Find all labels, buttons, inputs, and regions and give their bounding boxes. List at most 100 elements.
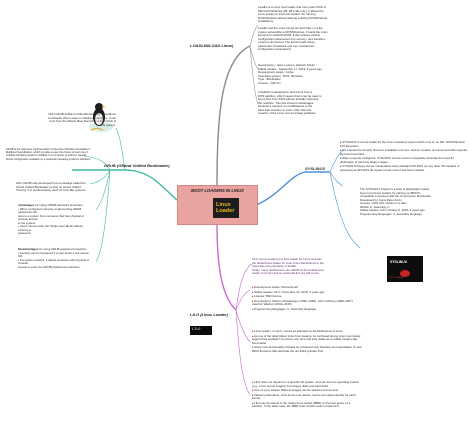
loadlin-usage-line: DOS partition, which means that it can b… [258, 93, 322, 98]
lilo-connector [216, 222, 237, 311]
loadlin-connector [216, 45, 251, 186]
loadlin-desc-line: Linux system to load and replace the run… [258, 12, 316, 16]
grub-gnu-line: GNU GRUB was developed from a package ca… [16, 181, 86, 185]
lilo-intro-line: loader, but LILO and its variant ELILO a… [252, 271, 320, 275]
grub-intro-line: boot from the Master Boot Record or a bo… [49, 119, 116, 123]
loadlin-info-line: License : GPLv2+ [258, 80, 281, 85]
syslinux-bullet: When properly configured, SYSLINUX can b… [340, 156, 468, 164]
grub-intro-line: bootloader that is easy to install and c… [48, 115, 117, 120]
syslinux-project-line: The SYSLINUX Project is a suite of light… [360, 187, 430, 191]
branch-syslinux[interactable]: SYSLINUX [305, 166, 326, 171]
grub-sub-3 [89, 169, 111, 185]
loadlin-sub-3 [249, 45, 259, 105]
grub-ref-line: multiple operating systems installed on … [6, 154, 87, 158]
grub-connector [72, 169, 178, 201]
syslinux-project-line: Stable release: 6.04; October 6, 2016; 3… [360, 208, 425, 212]
loadlin-info-line: Operating system : DOS, Windows [258, 73, 303, 78]
grub-sub-5 [95, 169, 111, 263]
linux-loader-logo: Linux Loader [213, 198, 239, 218]
grub-adv-line: entering a [18, 227, 31, 232]
grub-dis-line-title: Disadvantages [18, 247, 40, 251]
loadlin-desc-line: installations. [258, 19, 274, 23]
loadlin-sub-1 [249, 24, 259, 47]
center-title: BOOT LOADERS IN LINUX [191, 188, 244, 193]
lilo-technical: LILO does not depend on a specific file … [252, 380, 362, 410]
loadlin-desc-line: Loadlin is a Linux boot loader that runs… [258, 5, 327, 9]
lilo-sub-1 [235, 263, 253, 311]
syslinux-project: The SYSLINUX Project is a suite of light… [360, 187, 468, 216]
loadlin-usage-line: boot Linux from DOS without actually reb… [258, 97, 319, 101]
loadlin-info: Developer(s) : Hans Lermen, Hamish Tinkl… [258, 63, 378, 85]
syslinux-project-line: Written in: Assembly, C [360, 204, 390, 209]
grub-gnu-image [89, 103, 113, 132]
syslinux-project-line: Developed by: Hans Peter Anvin [360, 197, 402, 202]
grub-adv-line: password. [18, 231, 32, 235]
lilo-intro-line: LILO (Linux Loader) is a boot loader for… [252, 257, 322, 261]
loadlin-sub-2 [249, 45, 259, 70]
lilo-about-bullet: Some new functionality includes an enhan… [252, 345, 362, 353]
grub-sub-4 [95, 169, 111, 211]
syslinux-project-line: boot record boot loaders for starting up… [360, 190, 421, 195]
lilo-about: Linux Loader, or LILO, comes as standard… [252, 329, 362, 354]
grub-sub-1 [115, 127, 126, 171]
grub-dis-line: • Security can be bypassed if a user boo… [18, 250, 89, 255]
loadlin-info-line: Stable release : September 17, 2013; 6 y… [258, 66, 322, 71]
lilo-tech-bullet: LILO does not depend on a specific file … [252, 380, 362, 388]
grub-sub-2 [83, 155, 111, 171]
syslinux-sub-2 [329, 171, 344, 187]
loadlin-desc-line: DOS/Windows without altering existing DO… [258, 15, 328, 20]
lilo-info-bullet: Development status: Discontinued [252, 285, 362, 290]
syslinux-bullet: It is intended to simplify first-time in… [340, 148, 468, 156]
grub-adv-line: to the system. [18, 220, 36, 225]
lilo-sub-2 [235, 289, 251, 311]
lilo-info: Development status: DiscontinuedStable r… [252, 285, 362, 312]
loadlin-usage-line: hard disk structure to work, other than … [258, 107, 312, 112]
lilo-tech-bullet: One of up to sixteen different images ca… [252, 388, 362, 393]
lilo-intro: LILO (Linux Loader) is a boot loader for… [252, 257, 362, 276]
lilo-intro-line: years after the popularity of loadlin. [252, 264, 297, 268]
loadlin-desc-line: kernel from disk/CD-ROM. It then places … [258, 33, 321, 37]
lilo-image-label: LILO [192, 328, 201, 332]
syslinux-bullet: SYSLINUX is a boot loader for the Linux … [340, 140, 468, 148]
logo-text: Linux Loader [216, 202, 235, 214]
lilo-about-bullet: Linux Loader, or LILO, comes as standard… [252, 329, 362, 334]
branch-loadlin[interactable]: LOADLIN/LOAD Linux) [190, 43, 234, 48]
lilo-info-bullet: Developer(s): Werner Almesberger (1992–1… [252, 299, 362, 307]
grub-advantages: Advantages for Using GRUB password prote… [18, 203, 98, 236]
lilo-info-bullet: Stable release: 24.2 / November 22, 2015… [252, 290, 362, 295]
loadlin-desc-line: parameters (hardware and root, boot/kern… [258, 43, 314, 48]
lilo-info-bullet: Programming languages: C, Assembly langu… [252, 307, 362, 312]
loadlin-desc-line: configuration parameters into memory, an… [258, 36, 325, 41]
grub-ref-line: Multiboot Specification, which provides … [6, 151, 88, 155]
lilo-about-bullet: As one of the older/oldest Linux boot lo… [252, 334, 362, 346]
grub-adv-line-title: Advantages [18, 203, 36, 207]
loadlin-desc-line: system accessible to DOS/Windows. It loa… [258, 29, 328, 34]
loadlin-usage: LOADLIN is designed to boot Linux from a… [258, 90, 378, 116]
grub-dis-line: console [18, 261, 28, 265]
loadlin-info-line: Type : Bootloader [258, 77, 281, 81]
branch-lilo[interactable]: LILO (Linux Loader) [190, 312, 228, 317]
loadlin-usage-line: LOADLIN is designed to boot Linux from a [258, 90, 313, 94]
lilo-info-bullet: License: BSD license [252, 294, 362, 299]
syslinux-project-line: Programming languages: C, Assembly langu… [360, 211, 422, 216]
branch-grub[interactable]: GRUB (GRand Unified Bootloader) [104, 163, 170, 168]
grub-adv-line: • Users cannot enter the Single-User Mod… [18, 224, 83, 228]
loadlin-desc-line: Loadlin and the Linux kernel are both fi… [258, 26, 323, 30]
grub-gnu-line: Theory). It is predominantly used for Un… [16, 188, 87, 192]
grub-adv-line: passwords will [18, 210, 37, 214]
loadlin-info-line: Developer(s) : Hans Lermen, Hamish Tinkl… [258, 63, 316, 67]
syslinux-bullets: SYSLINUX is a boot loader for the Linux … [340, 140, 468, 173]
lilo-tech-bullet: LILO can be placed in the master boot re… [252, 401, 362, 409]
syslinux-bullet: SYSLINUX floppy can be manipulated using… [340, 164, 468, 172]
grub-dis-line: access to enter the GRUB password protec… [18, 264, 81, 269]
grub-intro: GNU GRUB (GRand Unified Bootloader), a m… [40, 112, 117, 127]
loadlin-usage-line: creation of the Linux root and swap part… [258, 111, 317, 115]
loadlin-info-line: Development status : Active [258, 70, 294, 74]
loadlin-usage-line: because it requires no modifications to … [258, 104, 313, 108]
syslinux-image-label: SYSLINUX [390, 260, 407, 264]
lilo-sub-4 [235, 309, 251, 396]
syslinux-image: SYSLINUX BOOT LOADER [387, 256, 423, 282]
syslinux-project-line: compatible computers with the Linux kern… [360, 194, 432, 198]
grub-adv-line: console access [18, 217, 38, 221]
